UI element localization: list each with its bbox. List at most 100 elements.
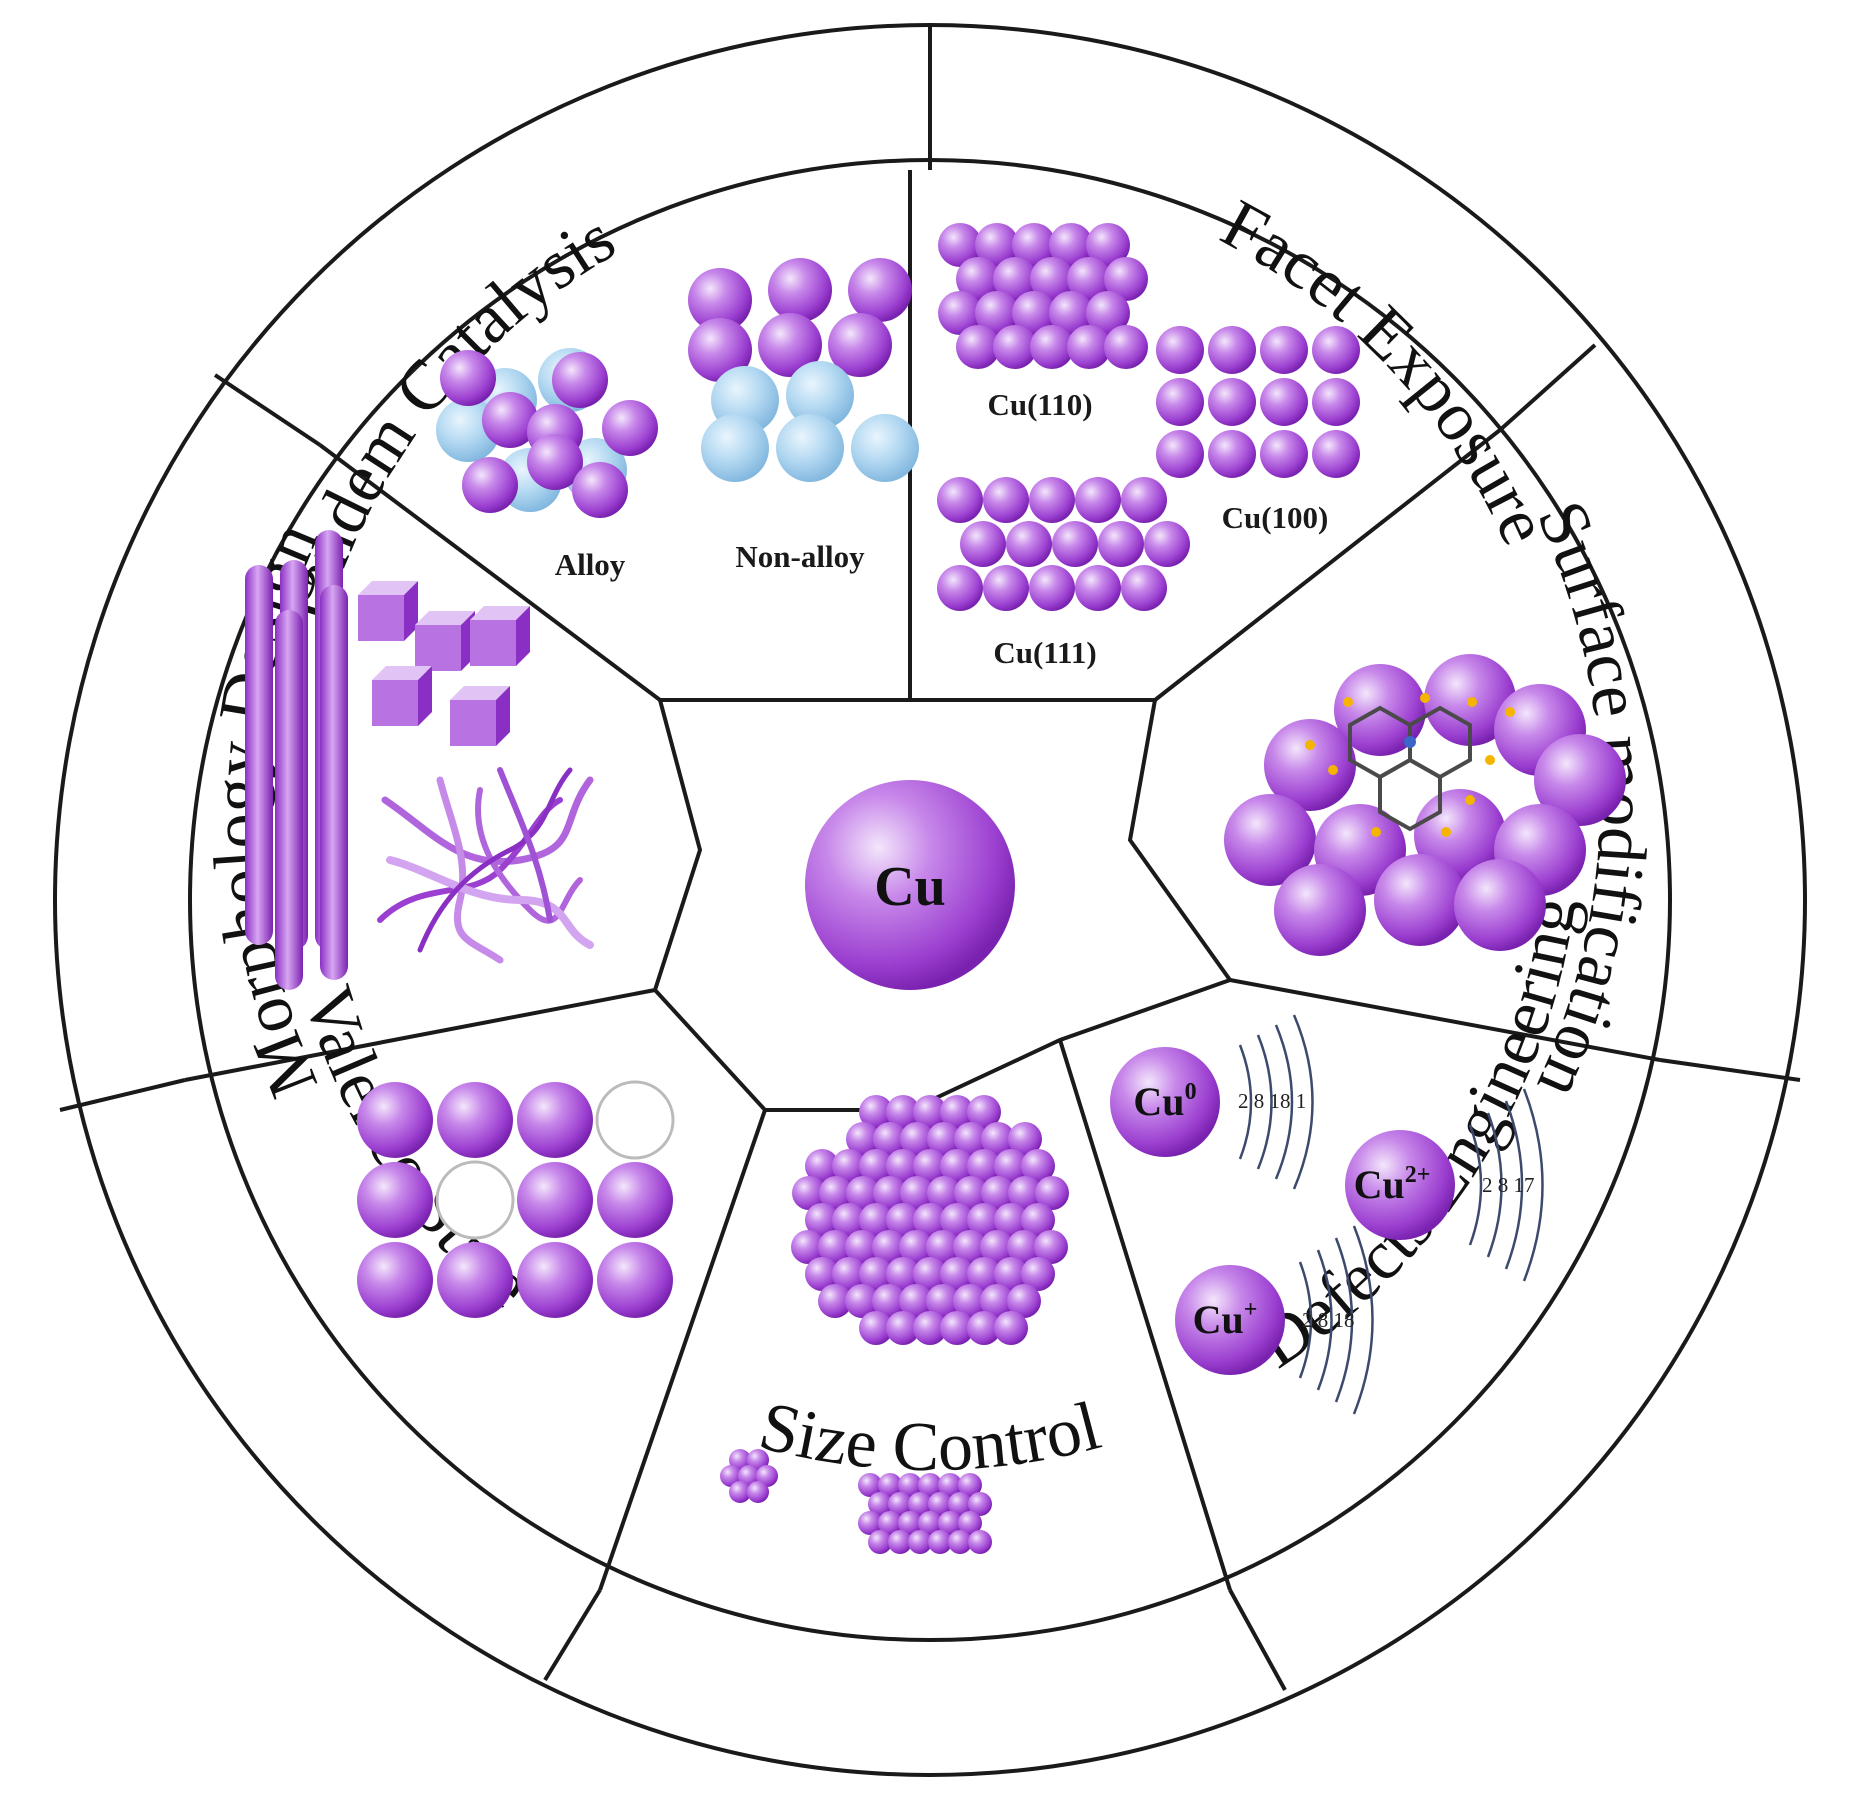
cu-atom xyxy=(937,565,983,611)
cu-atom xyxy=(818,1284,852,1318)
cu-atom xyxy=(729,1449,751,1471)
cu-atom xyxy=(888,1492,912,1516)
cu-atom xyxy=(938,1473,962,1497)
cu-atom xyxy=(688,318,752,382)
center-cu-atom xyxy=(805,780,1015,990)
cu-atom xyxy=(886,1203,920,1237)
cu-atom xyxy=(517,1082,593,1158)
cu-atom xyxy=(888,1530,912,1554)
cu-atom xyxy=(908,1492,932,1516)
cu-atom xyxy=(872,1230,906,1264)
cu-atom xyxy=(1049,223,1093,267)
nanorods xyxy=(245,530,348,990)
cu-atom xyxy=(859,1095,893,1129)
cu-atom xyxy=(1104,257,1148,301)
cu-atom xyxy=(1086,291,1130,335)
cu-atom xyxy=(913,1149,947,1183)
cu-atom xyxy=(908,1530,932,1554)
cu-atom xyxy=(832,1257,866,1291)
cu-atom xyxy=(845,1230,879,1264)
cu-atom xyxy=(983,477,1029,523)
cu-atom xyxy=(926,1230,960,1264)
cu-atom xyxy=(437,1082,513,1158)
cu-atom xyxy=(993,325,1037,369)
cu-atom xyxy=(747,1481,769,1503)
cu-atom xyxy=(768,258,832,322)
cu-atom xyxy=(928,1492,952,1516)
cu-atom xyxy=(940,1095,974,1129)
cu-atom xyxy=(994,1257,1028,1291)
cu-atom xyxy=(981,1122,1015,1156)
cu-atom xyxy=(597,1242,673,1318)
cu-atom xyxy=(967,1203,1001,1237)
cu-atom xyxy=(1035,1176,1069,1210)
cu-atom xyxy=(828,313,892,377)
cu-atom xyxy=(900,1176,934,1210)
label-non-alloy: Non-alloy xyxy=(735,539,865,574)
vacancy-site xyxy=(595,1080,675,1160)
cu-atom xyxy=(927,1176,961,1210)
center-cu-label: Cu xyxy=(874,856,946,918)
cu-atom xyxy=(1260,378,1308,426)
cu-atom xyxy=(729,1481,751,1503)
cu-atom xyxy=(868,1530,892,1554)
nanocube xyxy=(470,606,530,666)
cu-atom xyxy=(1075,477,1121,523)
cu-atom xyxy=(845,1284,879,1318)
cu-atom xyxy=(1312,378,1360,426)
cu-atom xyxy=(981,1176,1015,1210)
cu-atom xyxy=(597,1162,673,1238)
nanowires xyxy=(377,767,594,964)
cu-atom xyxy=(572,462,628,518)
cu-atom xyxy=(872,1284,906,1318)
cu-atom xyxy=(873,1122,907,1156)
nanocube xyxy=(450,686,510,746)
cu-atom xyxy=(937,477,983,523)
cu-atom xyxy=(980,1230,1014,1264)
cu-atom xyxy=(1012,291,1056,335)
cu-atom xyxy=(928,1530,952,1554)
cu-atom xyxy=(602,400,658,456)
cu-atom xyxy=(517,1162,593,1238)
cu-atom xyxy=(858,1473,882,1497)
cu-atom xyxy=(868,1492,892,1516)
cu-atom xyxy=(967,1095,1001,1129)
cu-atom xyxy=(938,1511,962,1535)
secondary-atom xyxy=(851,414,919,482)
cu-atom xyxy=(940,1257,974,1291)
cu-atom xyxy=(958,1511,982,1535)
cu-atom xyxy=(913,1095,947,1129)
cu-atom xyxy=(940,1203,974,1237)
cu-atom xyxy=(1029,565,1075,611)
defect-lattice xyxy=(357,1080,675,1318)
cu-atom xyxy=(848,258,912,322)
cu-atom xyxy=(688,268,752,332)
cu-atom xyxy=(859,1257,893,1291)
cuplus-atom xyxy=(1175,1265,1285,1375)
cu-atom xyxy=(1121,477,1167,523)
cu-atom xyxy=(482,392,538,448)
cu-atom xyxy=(1224,794,1316,886)
cu-atom xyxy=(527,434,583,490)
cu-atom xyxy=(357,1082,433,1158)
cu-atom xyxy=(940,1311,974,1345)
cuplus-shells: 2 8 18 xyxy=(1302,1308,1355,1332)
cu-atom xyxy=(462,457,518,513)
large-nanoparticle xyxy=(791,1095,1069,1345)
cu-atom xyxy=(878,1511,902,1535)
cu-atom xyxy=(1534,734,1626,826)
cu-atom xyxy=(738,1465,760,1487)
cu-atom xyxy=(720,1465,742,1487)
cu-atom xyxy=(791,1230,825,1264)
secondary-atom xyxy=(786,361,854,429)
cu-atom xyxy=(832,1203,866,1237)
cu-atom xyxy=(1067,257,1111,301)
cu-atom xyxy=(899,1230,933,1264)
cu-atom xyxy=(899,1284,933,1318)
cu-atom xyxy=(1104,325,1148,369)
cu-atom xyxy=(900,1122,934,1156)
cu-atom xyxy=(552,352,608,408)
cu-atom xyxy=(878,1473,902,1497)
cu-atom xyxy=(975,291,1019,335)
cu-atom xyxy=(1208,326,1256,374)
